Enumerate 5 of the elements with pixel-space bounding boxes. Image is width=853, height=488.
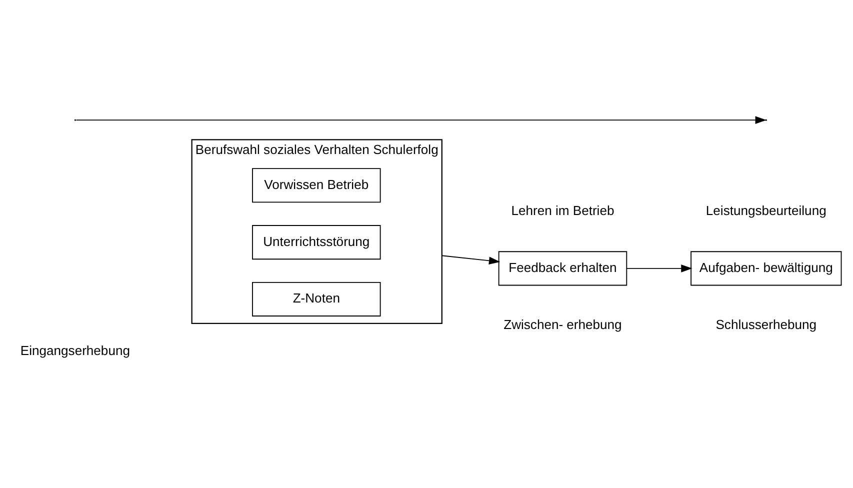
label: Eingangserhebung [20,342,130,358]
label: Leistungsbeurteilung [706,202,826,218]
label: Schlusserhebung [716,316,817,332]
label: Zwischen- erhebung [504,316,622,332]
label: Lehren im Betrieb [511,202,614,218]
